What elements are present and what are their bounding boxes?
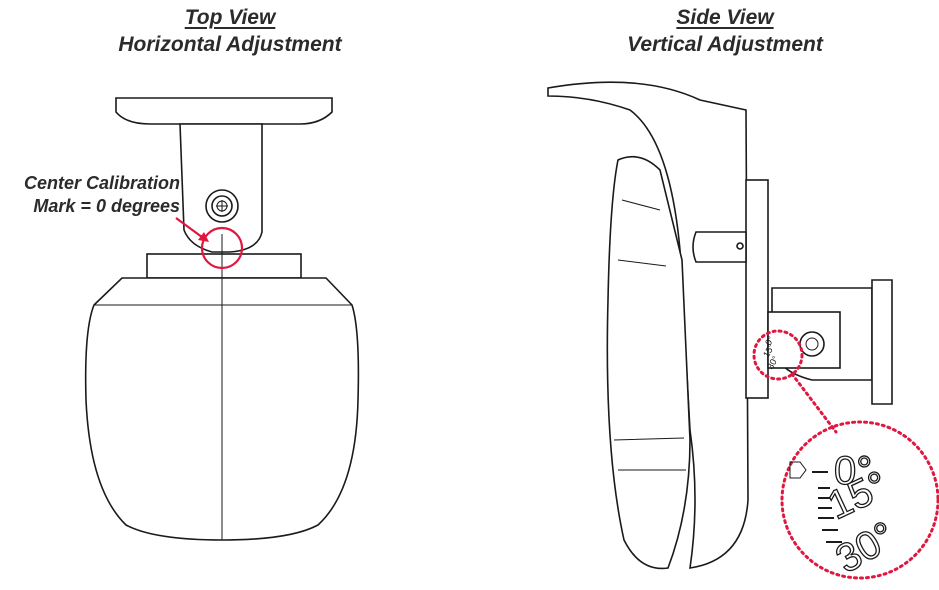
wall-bracket xyxy=(745,179,769,399)
top-view-subtitle: Horizontal Adjustment xyxy=(118,33,342,56)
mount-plate xyxy=(115,97,333,125)
zoom-indicator xyxy=(789,461,807,479)
side-view-title-block: Side View Vertical Adjustment xyxy=(560,4,890,58)
camera-housing xyxy=(606,155,691,570)
tilt-scale-highlight xyxy=(752,329,804,381)
side-view-subtitle: Vertical Adjustment xyxy=(627,33,823,56)
zoom-ticks xyxy=(812,471,842,543)
calibration-highlight xyxy=(200,226,244,270)
top-view-title: Top View xyxy=(184,6,276,29)
tilt-screw xyxy=(799,331,825,357)
calibration-callout: Center Calibration Mark = 0 degrees xyxy=(0,172,180,218)
side-view-drawing: 0° 15° 30° 0° 15° 30° xyxy=(547,81,939,582)
tilt-scale-zoom xyxy=(780,420,939,580)
wall-plate xyxy=(871,279,893,405)
top-view-drawing xyxy=(84,97,360,541)
zoom-scale-0: 0° xyxy=(834,449,872,493)
side-view-title: Side View xyxy=(676,6,774,29)
collar xyxy=(146,253,302,279)
callout-arrowhead xyxy=(198,232,209,242)
screw-cross xyxy=(216,200,228,212)
callout-line-1: Center Calibration xyxy=(23,173,180,193)
tilt-screw-inner xyxy=(805,337,819,351)
bracket-pin xyxy=(736,242,744,250)
top-view-title-block: Top View Horizontal Adjustment xyxy=(40,4,420,58)
zoom-leader xyxy=(790,372,838,434)
sunshield xyxy=(547,81,749,569)
bracket-tab xyxy=(692,231,747,263)
callout-line-2: Mark = 0 degrees xyxy=(33,196,180,216)
housing-detail xyxy=(613,199,686,471)
mount-arm xyxy=(179,123,263,253)
